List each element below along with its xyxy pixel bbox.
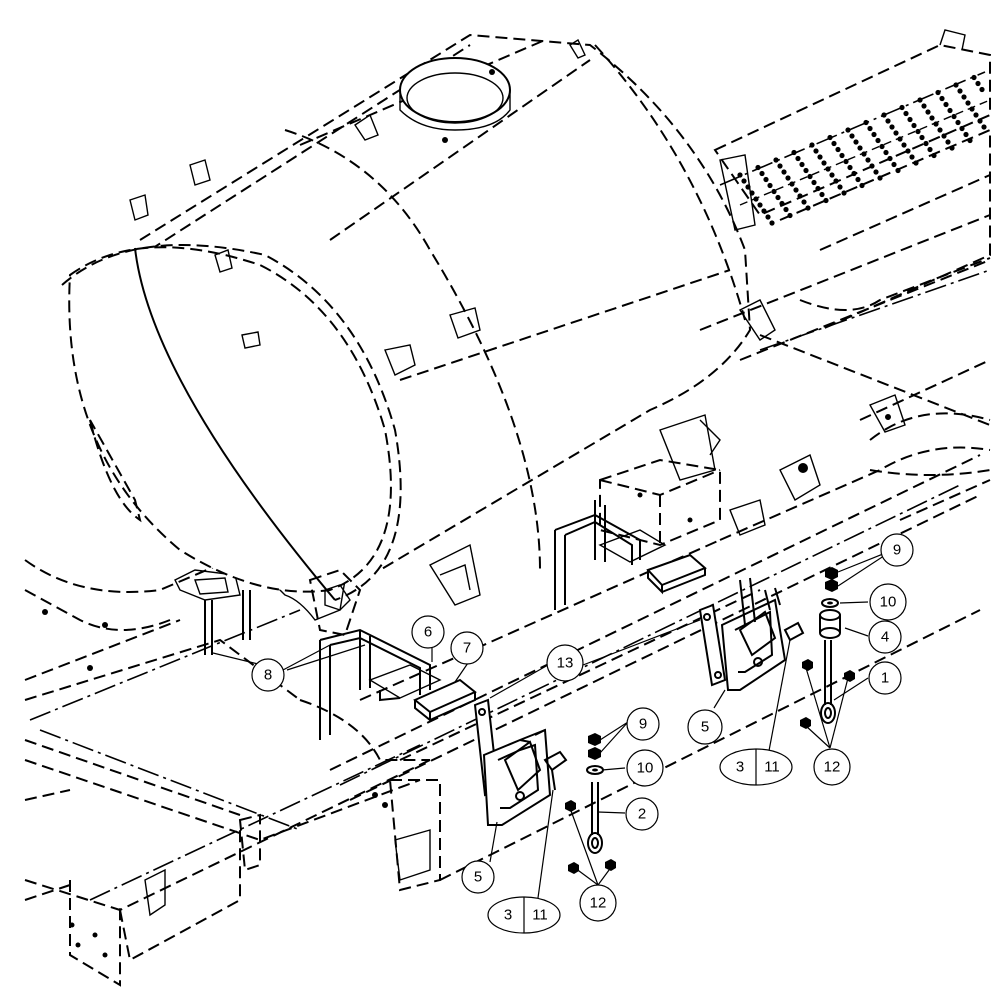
item-1-eye-bolt xyxy=(820,640,836,724)
item-10-washer-right xyxy=(821,598,839,608)
callout-6: 6 xyxy=(411,615,445,649)
svg-text:12: 12 xyxy=(824,759,841,776)
item-4-spacer xyxy=(819,609,841,639)
item-13-flat-bar-right xyxy=(698,603,727,687)
item-7-pad-left xyxy=(413,678,477,723)
callout-2: 2 xyxy=(625,797,659,831)
callout-8: 8 xyxy=(251,658,285,692)
center-housing xyxy=(599,458,766,547)
callout-7: 7 xyxy=(450,631,484,665)
item-7-pad-right xyxy=(646,553,707,595)
callout-10-right: 10 xyxy=(869,583,907,621)
svg-text:13: 13 xyxy=(557,655,574,672)
svg-text:3: 3 xyxy=(504,907,512,924)
svg-text:12: 12 xyxy=(590,895,607,912)
left-frame-structure xyxy=(24,559,441,987)
svg-text:3: 3 xyxy=(736,759,744,776)
item-9-nuts-right xyxy=(825,567,838,592)
item-2-eye-bolt xyxy=(587,782,603,854)
svg-text:11: 11 xyxy=(532,907,548,924)
callout-1: 1 xyxy=(868,661,902,695)
svg-text:2: 2 xyxy=(638,806,646,823)
svg-text:5: 5 xyxy=(701,719,709,736)
svg-text:9: 9 xyxy=(893,542,901,559)
svg-text:8: 8 xyxy=(264,667,272,684)
callout-4: 4 xyxy=(868,620,902,654)
right-frame-rails xyxy=(699,214,991,521)
callout-5-left: 5 xyxy=(461,860,495,894)
rear-deck-platform xyxy=(713,29,991,331)
callout-9-left: 9 xyxy=(626,707,660,741)
callout-12-right: 12 xyxy=(813,748,851,786)
svg-text:9: 9 xyxy=(639,716,647,733)
item-9-nuts-left xyxy=(588,733,601,760)
svg-text:5: 5 xyxy=(474,869,482,886)
svg-text:10: 10 xyxy=(880,594,897,611)
callout-5-right: 5 xyxy=(687,709,723,745)
callout-3-11-left: 3 11 xyxy=(487,896,561,934)
svg-text:11: 11 xyxy=(764,759,780,776)
item-12-bolts xyxy=(565,659,855,874)
item-5-bracket-left xyxy=(482,728,568,826)
callout-3-11-right: 3 11 xyxy=(719,748,793,786)
callout-13: 13 xyxy=(546,644,584,682)
deck-perforation-pattern xyxy=(737,74,987,226)
item-10-washer-left xyxy=(586,765,604,775)
callout-9-right: 9 xyxy=(880,533,914,567)
svg-text:1: 1 xyxy=(881,670,889,687)
callout-10-left: 10 xyxy=(626,749,664,787)
item-5-bracket-right xyxy=(720,577,805,691)
callout-leaders xyxy=(212,549,894,906)
item-8-strap-right xyxy=(554,500,667,610)
svg-text:7: 7 xyxy=(463,640,471,657)
water-tank xyxy=(61,33,756,637)
callout-12-left: 12 xyxy=(579,884,617,922)
item-8-strap-left xyxy=(319,628,442,740)
svg-text:6: 6 xyxy=(424,624,432,641)
svg-text:4: 4 xyxy=(881,629,889,646)
left-mount-brackets xyxy=(174,569,346,655)
svg-text:10: 10 xyxy=(637,760,654,777)
